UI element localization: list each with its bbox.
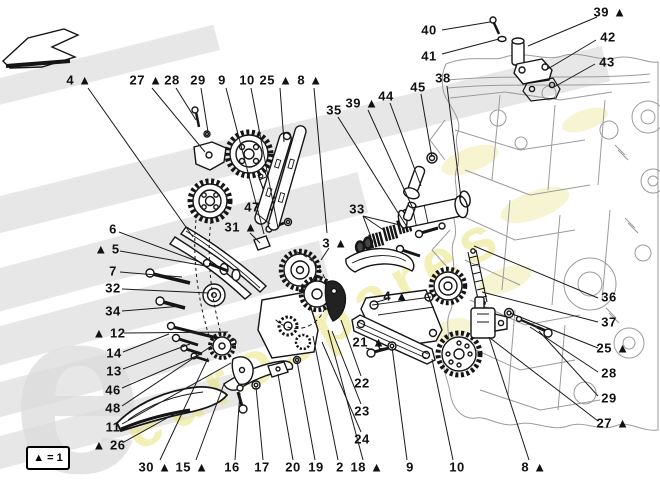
leader-line-10 <box>527 16 598 47</box>
small-clamp <box>253 235 271 251</box>
callout-leader-lines <box>87 16 599 461</box>
idler-shaft-assembly <box>395 152 471 258</box>
lower-chain-guides <box>115 355 302 433</box>
leader-line-29 <box>122 343 191 370</box>
leader-line-7 <box>313 87 328 234</box>
cam-sprocket-lower <box>187 178 233 224</box>
legend-text: ▲ = 1 <box>33 452 63 464</box>
leader-line-38 <box>277 373 294 461</box>
leader-line-34 <box>159 357 209 461</box>
leader-line-44 <box>488 336 530 461</box>
leader-line-4 <box>225 87 265 235</box>
leader-line-18 <box>362 215 372 238</box>
leader-line-12 <box>553 63 596 88</box>
curved-chain-guide <box>345 247 415 273</box>
leader-line-54 <box>489 337 599 422</box>
leader-line-23 <box>119 250 207 267</box>
oil-pump-assembly <box>208 291 319 360</box>
leader-line-47 <box>331 330 362 405</box>
leader-line-52 <box>529 326 599 373</box>
leader-line-16 <box>367 109 415 212</box>
leader-line-45 <box>365 347 378 352</box>
watermark-big-letter: e <box>12 259 143 480</box>
cam-sprocket-upper <box>224 129 274 179</box>
leader-line-28 <box>122 333 170 353</box>
leader-line-36 <box>234 392 241 461</box>
chain-guide-rails <box>168 226 268 300</box>
leader-line-27 <box>123 331 229 334</box>
leader-line-35 <box>195 383 225 461</box>
leader-line-20 <box>249 232 261 244</box>
direction-arrow-icon <box>1 28 80 69</box>
leader-line-2 <box>175 87 197 121</box>
right-sprocket-upper <box>428 266 468 306</box>
center-sprocket-cluster <box>194 219 336 337</box>
leader-line-49 <box>473 245 599 299</box>
leader-line-39 <box>296 360 316 461</box>
leader-line-55 <box>376 298 388 303</box>
tensioner-arm <box>324 280 347 322</box>
leader-line-25 <box>121 288 210 294</box>
leader-line-37 <box>255 386 264 461</box>
leader-line-33 <box>123 412 177 443</box>
right-sprocket-lower <box>435 330 483 378</box>
leader-line-14 <box>446 85 462 199</box>
leader-line-9 <box>441 38 500 55</box>
leader-line-19 <box>255 212 271 225</box>
leader-line-11 <box>545 39 597 71</box>
leader-line-18 <box>362 215 401 226</box>
legend-box: ▲ = 1 <box>26 446 70 470</box>
leader-line-13 <box>420 93 433 158</box>
leader-line-48 <box>321 341 362 433</box>
leader-line-51 <box>509 312 599 349</box>
mounting-brackets <box>351 289 443 365</box>
leader-line-26 <box>121 305 184 312</box>
leader-line-6 <box>279 87 285 143</box>
left-fasteners <box>145 258 229 310</box>
leader-line-32 <box>121 362 232 425</box>
engine-block-art <box>429 53 660 431</box>
leader-line-5 <box>250 87 279 229</box>
leader-line-0 <box>87 87 194 238</box>
leader-line-22 <box>118 231 203 264</box>
top-right-parts <box>489 16 561 102</box>
leader-line-50 <box>481 291 599 323</box>
leader-line-42 <box>391 346 408 461</box>
leader-line-53 <box>538 330 599 397</box>
leader-line-17 <box>337 116 408 228</box>
cam-lock-plate <box>191 106 227 171</box>
leader-line-24 <box>119 271 183 278</box>
leader-line-46 <box>340 319 362 377</box>
leader-line-30 <box>121 353 202 389</box>
leader-line-21 <box>320 247 330 261</box>
leader-line-15 <box>389 102 422 187</box>
leader-line-18 <box>362 215 386 232</box>
leader-line-43 <box>431 358 454 461</box>
leader-line-31 <box>121 344 214 407</box>
tensioner-fasteners <box>503 307 553 338</box>
leader-line-3 <box>200 87 209 133</box>
leader-line-8 <box>441 21 491 31</box>
leader-line-40 <box>312 335 339 461</box>
leader-line-1 <box>151 87 206 153</box>
